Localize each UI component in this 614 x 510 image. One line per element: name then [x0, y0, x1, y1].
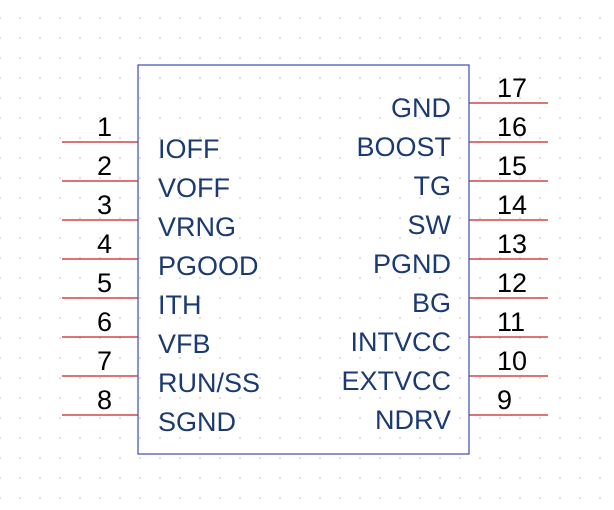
pin-2-name: VOFF — [158, 173, 230, 203]
pin-4-name: PGOOD — [158, 251, 259, 281]
pin-4-number: 4 — [97, 229, 112, 259]
pin-9-number: 9 — [497, 385, 512, 415]
pin-15-number: 15 — [497, 151, 527, 181]
pin-17-number: 17 — [497, 73, 527, 103]
pin-13-name: PGND — [373, 249, 451, 279]
pin-1-name: IOFF — [158, 134, 220, 164]
pin-8-number: 8 — [97, 385, 112, 415]
pin-11-name: INTVCC — [351, 327, 452, 357]
pin-16-number: 16 — [497, 112, 527, 142]
pin-11-number: 11 — [497, 307, 525, 337]
pin-14-number: 14 — [497, 190, 527, 220]
pin-16-name: BOOST — [356, 132, 451, 162]
pin-10-name: EXTVCC — [341, 366, 451, 396]
pin-8-name: SGND — [158, 407, 236, 437]
pin-9-name: NDRV — [375, 405, 451, 435]
pin-15-name: TG — [414, 171, 452, 201]
pin-2-number: 2 — [97, 151, 112, 181]
pin-14-name: SW — [408, 210, 452, 240]
pin-12-number: 12 — [497, 268, 527, 298]
pin-13-number: 13 — [497, 229, 527, 259]
pin-17-name: GND — [391, 93, 451, 123]
pin-3-number: 3 — [97, 190, 112, 220]
pin-7-number: 7 — [97, 346, 112, 376]
pin-7-name: RUN/SS — [158, 368, 260, 398]
pin-5-number: 5 — [97, 268, 112, 298]
pin-5-name: ITH — [158, 290, 202, 320]
pin-6-name: VFB — [158, 329, 211, 359]
pin-1-number: 1 — [97, 112, 112, 142]
pin-10-number: 10 — [497, 346, 527, 376]
pin-12-name: BG — [412, 288, 451, 318]
pin-6-number: 6 — [97, 307, 112, 337]
pin-3-name: VRNG — [158, 212, 236, 242]
